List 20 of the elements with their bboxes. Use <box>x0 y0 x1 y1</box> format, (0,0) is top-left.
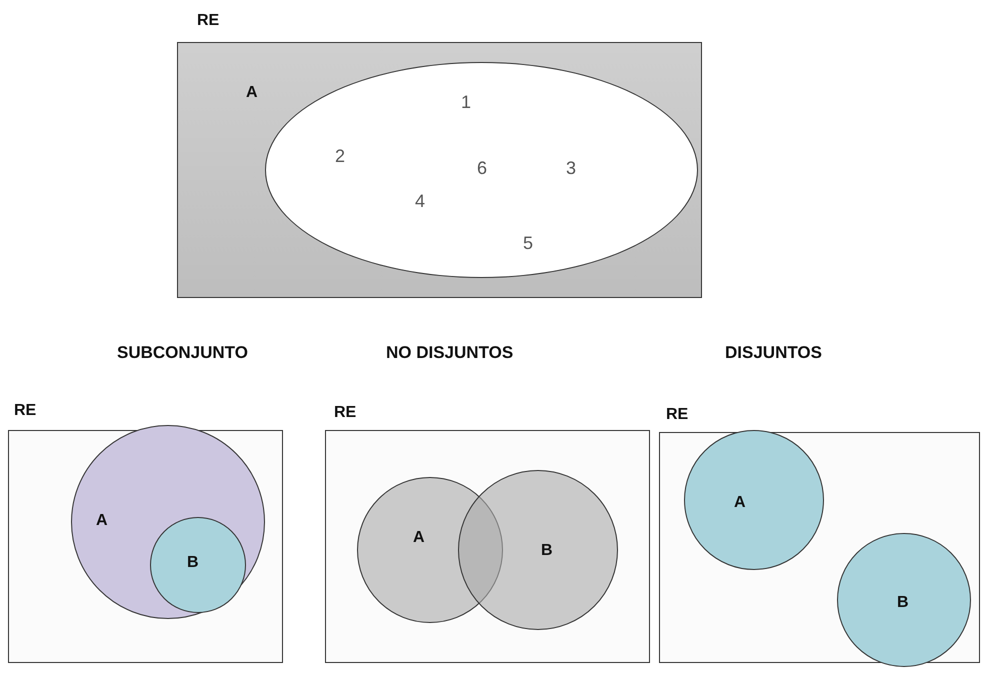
element-number: 1 <box>461 92 472 113</box>
set-label: B <box>541 542 553 560</box>
set-label: A <box>96 512 108 530</box>
panel-title: DISJUNTOS <box>725 343 822 363</box>
element-number: 2 <box>335 146 346 167</box>
set-label: A <box>413 529 425 547</box>
element-number: 4 <box>415 191 426 212</box>
universe-label: RE <box>14 402 36 420</box>
universe-label: RE <box>666 406 688 424</box>
set-label: B <box>897 594 909 612</box>
element-number: 5 <box>523 233 534 254</box>
element-number: 6 <box>477 158 488 179</box>
set-label: B <box>187 554 199 572</box>
set-label: A <box>734 494 746 512</box>
panel-title: SUBCONJUNTO <box>117 343 248 363</box>
set-label: A <box>246 84 258 102</box>
panel-title: NO DISJUNTOS <box>386 343 514 363</box>
element-number: 3 <box>566 158 576 179</box>
universe-label: RE <box>334 404 356 422</box>
universe-label: RE <box>197 12 220 30</box>
